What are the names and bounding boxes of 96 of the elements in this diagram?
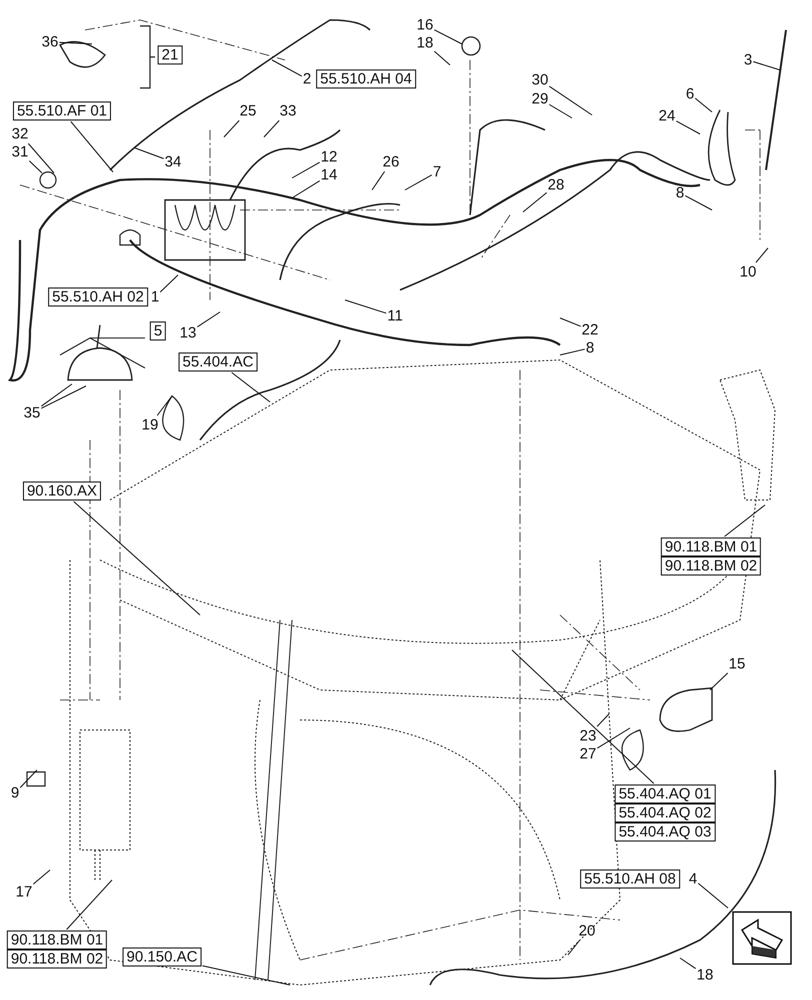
callout-number: 14 bbox=[320, 166, 338, 184]
reference-box: 55.404.AQ 02 bbox=[614, 804, 716, 822]
reference-box: 21 bbox=[158, 46, 182, 64]
callout-number: 31 bbox=[12, 144, 28, 160]
leader-line bbox=[522, 192, 548, 212]
callout-number: 22 bbox=[582, 322, 598, 338]
leader-line bbox=[28, 160, 42, 174]
leader-line bbox=[292, 162, 320, 178]
callout-number: 6 bbox=[686, 86, 694, 102]
leader-line bbox=[548, 104, 572, 118]
callout-number: 2 bbox=[302, 70, 312, 88]
reference-box: 5 bbox=[150, 322, 166, 340]
leader-line bbox=[596, 714, 610, 727]
leader-line bbox=[434, 29, 462, 44]
leader-line bbox=[755, 248, 768, 263]
leader-line bbox=[724, 504, 766, 537]
reference-box: 55.510.AH 02 bbox=[48, 288, 148, 306]
leader-line bbox=[58, 42, 92, 44]
reference-box: 90.118.BM 02 bbox=[660, 556, 762, 576]
leader-line bbox=[684, 195, 712, 210]
leader-line bbox=[512, 650, 654, 784]
leader-line bbox=[676, 120, 700, 134]
callout-number: 17 bbox=[16, 884, 32, 900]
leader-line bbox=[568, 940, 580, 956]
reference-box: 55.404.AC bbox=[178, 352, 258, 372]
callout-number: 25 bbox=[240, 102, 256, 120]
reference-box: 90.160.AX bbox=[22, 482, 102, 500]
leader-line bbox=[202, 965, 290, 986]
callout-number: 9 bbox=[10, 784, 20, 802]
leader-line bbox=[292, 180, 320, 198]
callout-number: 1 bbox=[150, 288, 160, 306]
callout-number: 35 bbox=[24, 404, 40, 422]
leader-line bbox=[28, 143, 54, 174]
leader-line bbox=[224, 120, 240, 138]
leader-line bbox=[134, 148, 164, 160]
callout-number: 13 bbox=[180, 324, 196, 342]
callout-number: 26 bbox=[382, 154, 400, 170]
reference-box: 55.404.AQ 01 bbox=[614, 784, 716, 804]
callout-number: 28 bbox=[548, 176, 564, 194]
leader-line bbox=[160, 274, 178, 293]
callout-number: 15 bbox=[728, 656, 746, 672]
leader-line bbox=[680, 958, 696, 970]
leader-line bbox=[20, 770, 38, 788]
callout-number: 12 bbox=[320, 148, 338, 166]
leader-line bbox=[694, 98, 712, 112]
callout-number: 20 bbox=[578, 922, 596, 940]
leader-line bbox=[231, 372, 270, 402]
reference-box: 55.510.AF 01 bbox=[12, 102, 112, 120]
callout-number: 11 bbox=[387, 308, 403, 324]
callout-number: 24 bbox=[658, 108, 676, 124]
leader-line bbox=[156, 396, 172, 416]
leader-line bbox=[434, 50, 450, 66]
callout-number: 18 bbox=[416, 34, 434, 52]
leader-line bbox=[372, 171, 386, 190]
leader-line bbox=[32, 870, 50, 885]
leader-line bbox=[548, 86, 592, 116]
callout-number: 23 bbox=[580, 728, 596, 744]
callout-number: 8 bbox=[676, 184, 684, 202]
callout-number: 29 bbox=[532, 90, 548, 108]
leader-line bbox=[40, 386, 86, 409]
leader-line bbox=[73, 501, 200, 616]
leader-line bbox=[196, 312, 220, 328]
leader-line bbox=[560, 318, 582, 327]
leader-line bbox=[70, 121, 114, 172]
callout-number: 32 bbox=[12, 126, 28, 142]
leader-line bbox=[272, 60, 302, 77]
reference-box: 55.404.AQ 03 bbox=[614, 822, 716, 842]
reference-box: 90.118.BM 01 bbox=[660, 538, 762, 556]
leader-line bbox=[66, 880, 112, 930]
leader-line bbox=[560, 348, 586, 356]
callout-number: 19 bbox=[142, 416, 158, 434]
leader-line bbox=[404, 174, 432, 190]
callout-number: 36 bbox=[42, 34, 58, 50]
reference-box: 55.510.AH 08 bbox=[580, 870, 680, 888]
leader-line bbox=[698, 882, 728, 908]
callout-number: 3 bbox=[744, 52, 752, 68]
callout-number: 18 bbox=[696, 966, 714, 984]
callout-number: 8 bbox=[586, 340, 594, 356]
leader-line bbox=[710, 672, 728, 690]
callout-number: 34 bbox=[164, 154, 182, 170]
callout-number: 33 bbox=[280, 102, 296, 120]
callout-number: 30 bbox=[532, 72, 548, 88]
leader-line bbox=[752, 61, 780, 70]
reference-box: 55.510.AH 04 bbox=[316, 70, 416, 88]
callout-number: 10 bbox=[740, 264, 756, 280]
reference-box: 90.118.BM 01 bbox=[6, 930, 108, 950]
callout-number: 16 bbox=[416, 16, 434, 34]
leader-line bbox=[596, 728, 630, 749]
leader-line bbox=[40, 384, 72, 407]
callout-number: 7 bbox=[432, 164, 442, 180]
leader-line bbox=[264, 120, 280, 138]
reference-box: 90.150.AC bbox=[122, 948, 202, 966]
leader-line bbox=[344, 300, 387, 314]
callout-number: 4 bbox=[688, 870, 698, 888]
reference-box: 90.118.BM 02 bbox=[6, 950, 108, 968]
callout-number: 27 bbox=[580, 746, 596, 762]
